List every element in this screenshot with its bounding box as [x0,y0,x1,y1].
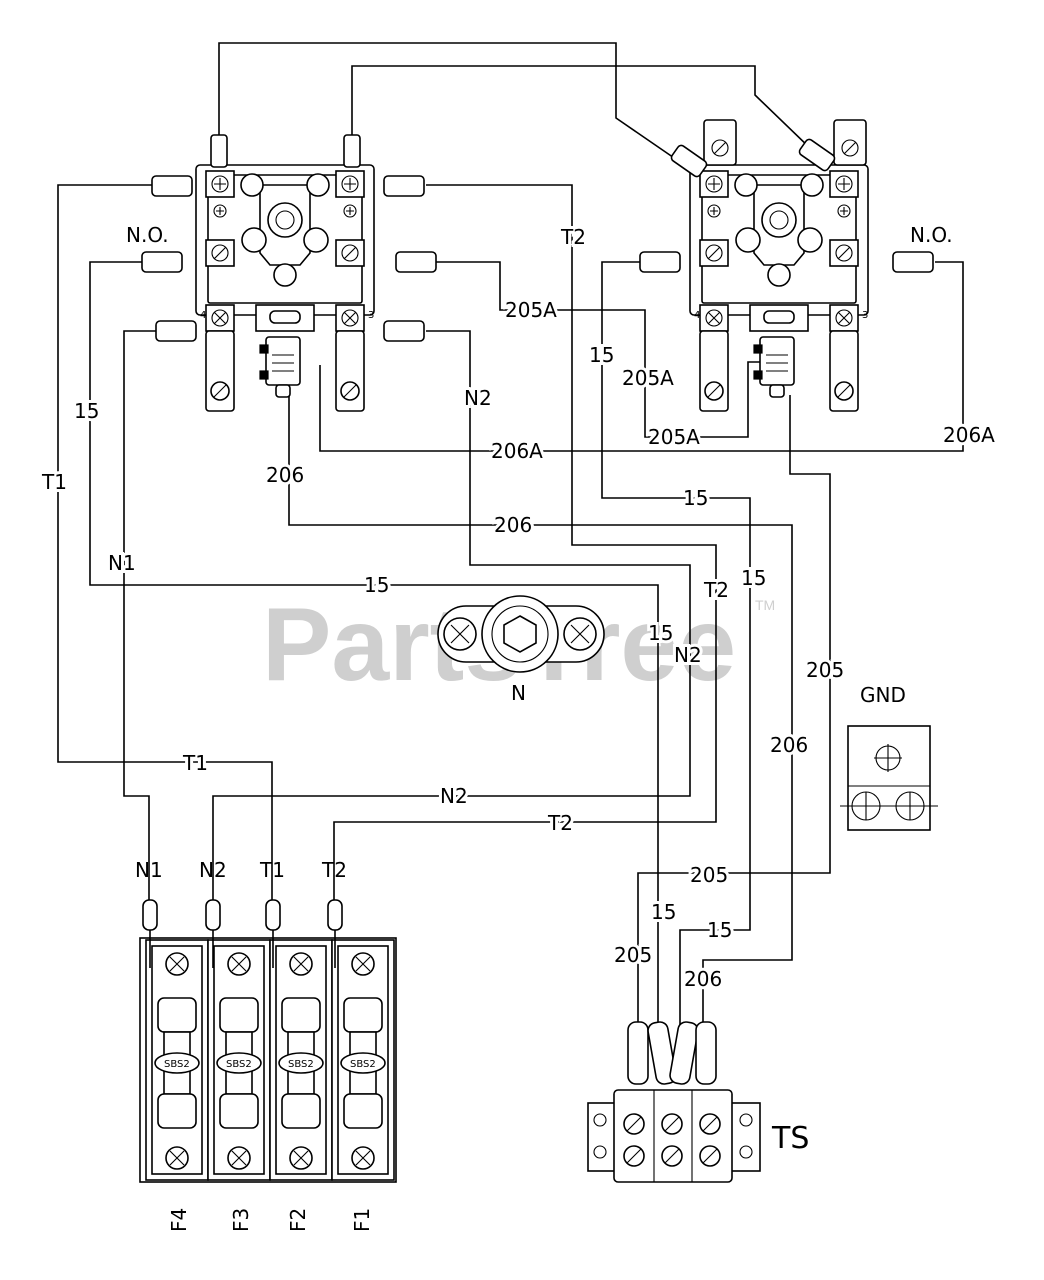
wire-label-15-center: 15 [648,621,673,645]
wire-label-15-right-2: 15 [741,566,766,590]
wire-n2 [212,330,691,905]
relay-left-top-lug-2 [343,134,361,168]
wire-label-205a-3: 205A [648,425,700,449]
relay-left-top-lug-1 [210,134,228,168]
wire-label-206-left: 206 [266,463,304,487]
wire-label-15-mid: 15 [683,486,708,510]
wire-label-205-lower: 205 [690,863,728,887]
wire-label-t2-lower: T2 [547,811,573,835]
relay-left-lug-t2 [383,175,425,197]
terminal-strip: TS [587,1021,809,1183]
wire-top-1 [218,42,681,163]
fuse-block: SBS2 SBS2 SBS2 SBS2 N1 N2 T1 T2 F4 F3 F2… [135,858,397,1232]
wire-top-2 [351,65,813,151]
neutral-block: N [437,595,605,705]
wire-t1 [57,184,273,905]
wire-labels: T2 205A 205A 205A 15 15 N2 206A 206A T1 … [38,222,998,994]
terminal-strip-label: TS [771,1121,809,1156]
wire-label-15-left: 15 [74,399,99,423]
relay-right-label: N.O. [910,223,953,247]
fuse-lead-t2: T2 [321,858,347,882]
wire-label-205a-1: 205A [505,298,557,322]
relay-right-angled-lug-2 [798,138,836,172]
wire-label-n2-upper: N2 [464,386,492,410]
relay-left-lug-n1 [155,320,197,342]
fuse-name-f4: F4 [167,1208,191,1232]
wire-15-right [601,261,751,1025]
wire-label-n1-left: N1 [108,551,136,575]
relay-left: 4 3 [141,134,437,412]
fuse-lead-n1: N1 [135,858,163,882]
fuse-lead-t1: T1 [259,858,285,882]
fuse-lead-n2: N2 [199,858,227,882]
ground-block: GND [840,683,938,831]
ground-label: GND [860,683,906,707]
relay-left-lug-205a [395,251,437,273]
wire-205a-left [426,261,762,438]
relay-right-angled-lug-1 [670,144,708,178]
wire-label-206a-right: 206A [943,423,995,447]
wire-n1 [123,330,156,905]
wire-label-t2-mid: T2 [703,578,729,602]
wire-label-205-right: 205 [806,658,844,682]
wire-205 [637,395,831,1025]
wire-label-t2-upper: T2 [560,225,586,249]
wire-label-15-long: 15 [364,573,389,597]
relay-right-term-4: 4 [694,310,700,321]
relay-right-top-cap-1 [703,119,737,166]
relay-right-term-3: 3 [862,310,868,321]
wire-t2-upper [333,184,717,905]
relay-right-lug-206a [892,251,934,273]
relay-left-lug-n2 [383,320,425,342]
wire-label-206-ts: 206 [684,967,722,991]
wire-label-n2-lower: N2 [440,784,468,808]
watermark-trademark: TM [755,597,775,613]
fuse-name-f1: F1 [350,1208,374,1232]
wire-label-15-lower-b: 15 [707,918,732,942]
fuse-f1-text: SBS2 [350,1059,376,1070]
wire-label-t1-lower: T1 [182,751,208,775]
wire-label-205a-2: 205A [622,366,674,390]
neutral-label: N [511,681,526,705]
relay-right: 4 3 [639,119,934,412]
fuse-name-f2: F2 [286,1208,310,1232]
wire-label-15-lower-a: 15 [651,900,676,924]
wires [57,42,964,1025]
wire-206 [288,395,793,1025]
relay-left-lug-t1 [151,175,193,197]
wire-206a [319,261,964,452]
relay-right-top-cap-2 [833,119,867,166]
wire-label-15-right-upper: 15 [589,343,614,367]
relay-left-term-4: 4 [200,310,206,321]
wire-label-n2-mid: N2 [674,643,702,667]
wire-label-206a: 206A [491,439,543,463]
relay-left-term-3: 3 [368,310,374,321]
wire-label-206-right: 206 [770,733,808,757]
wire-label-206-mid: 206 [494,513,532,537]
relay-left-lug-15 [141,251,183,273]
fuse-f4-text: SBS2 [164,1059,190,1070]
fuse-name-f3: F3 [229,1208,253,1232]
fuse-f2-text: SBS2 [288,1059,314,1070]
wire-15-left [89,261,659,1025]
wire-label-t1-left: T1 [41,470,67,494]
relay-right-lug-15 [639,251,681,273]
wire-label-205-ts: 205 [614,943,652,967]
relay-left-label: N.O. [126,223,169,247]
fuse-f3-text: SBS2 [226,1059,252,1070]
